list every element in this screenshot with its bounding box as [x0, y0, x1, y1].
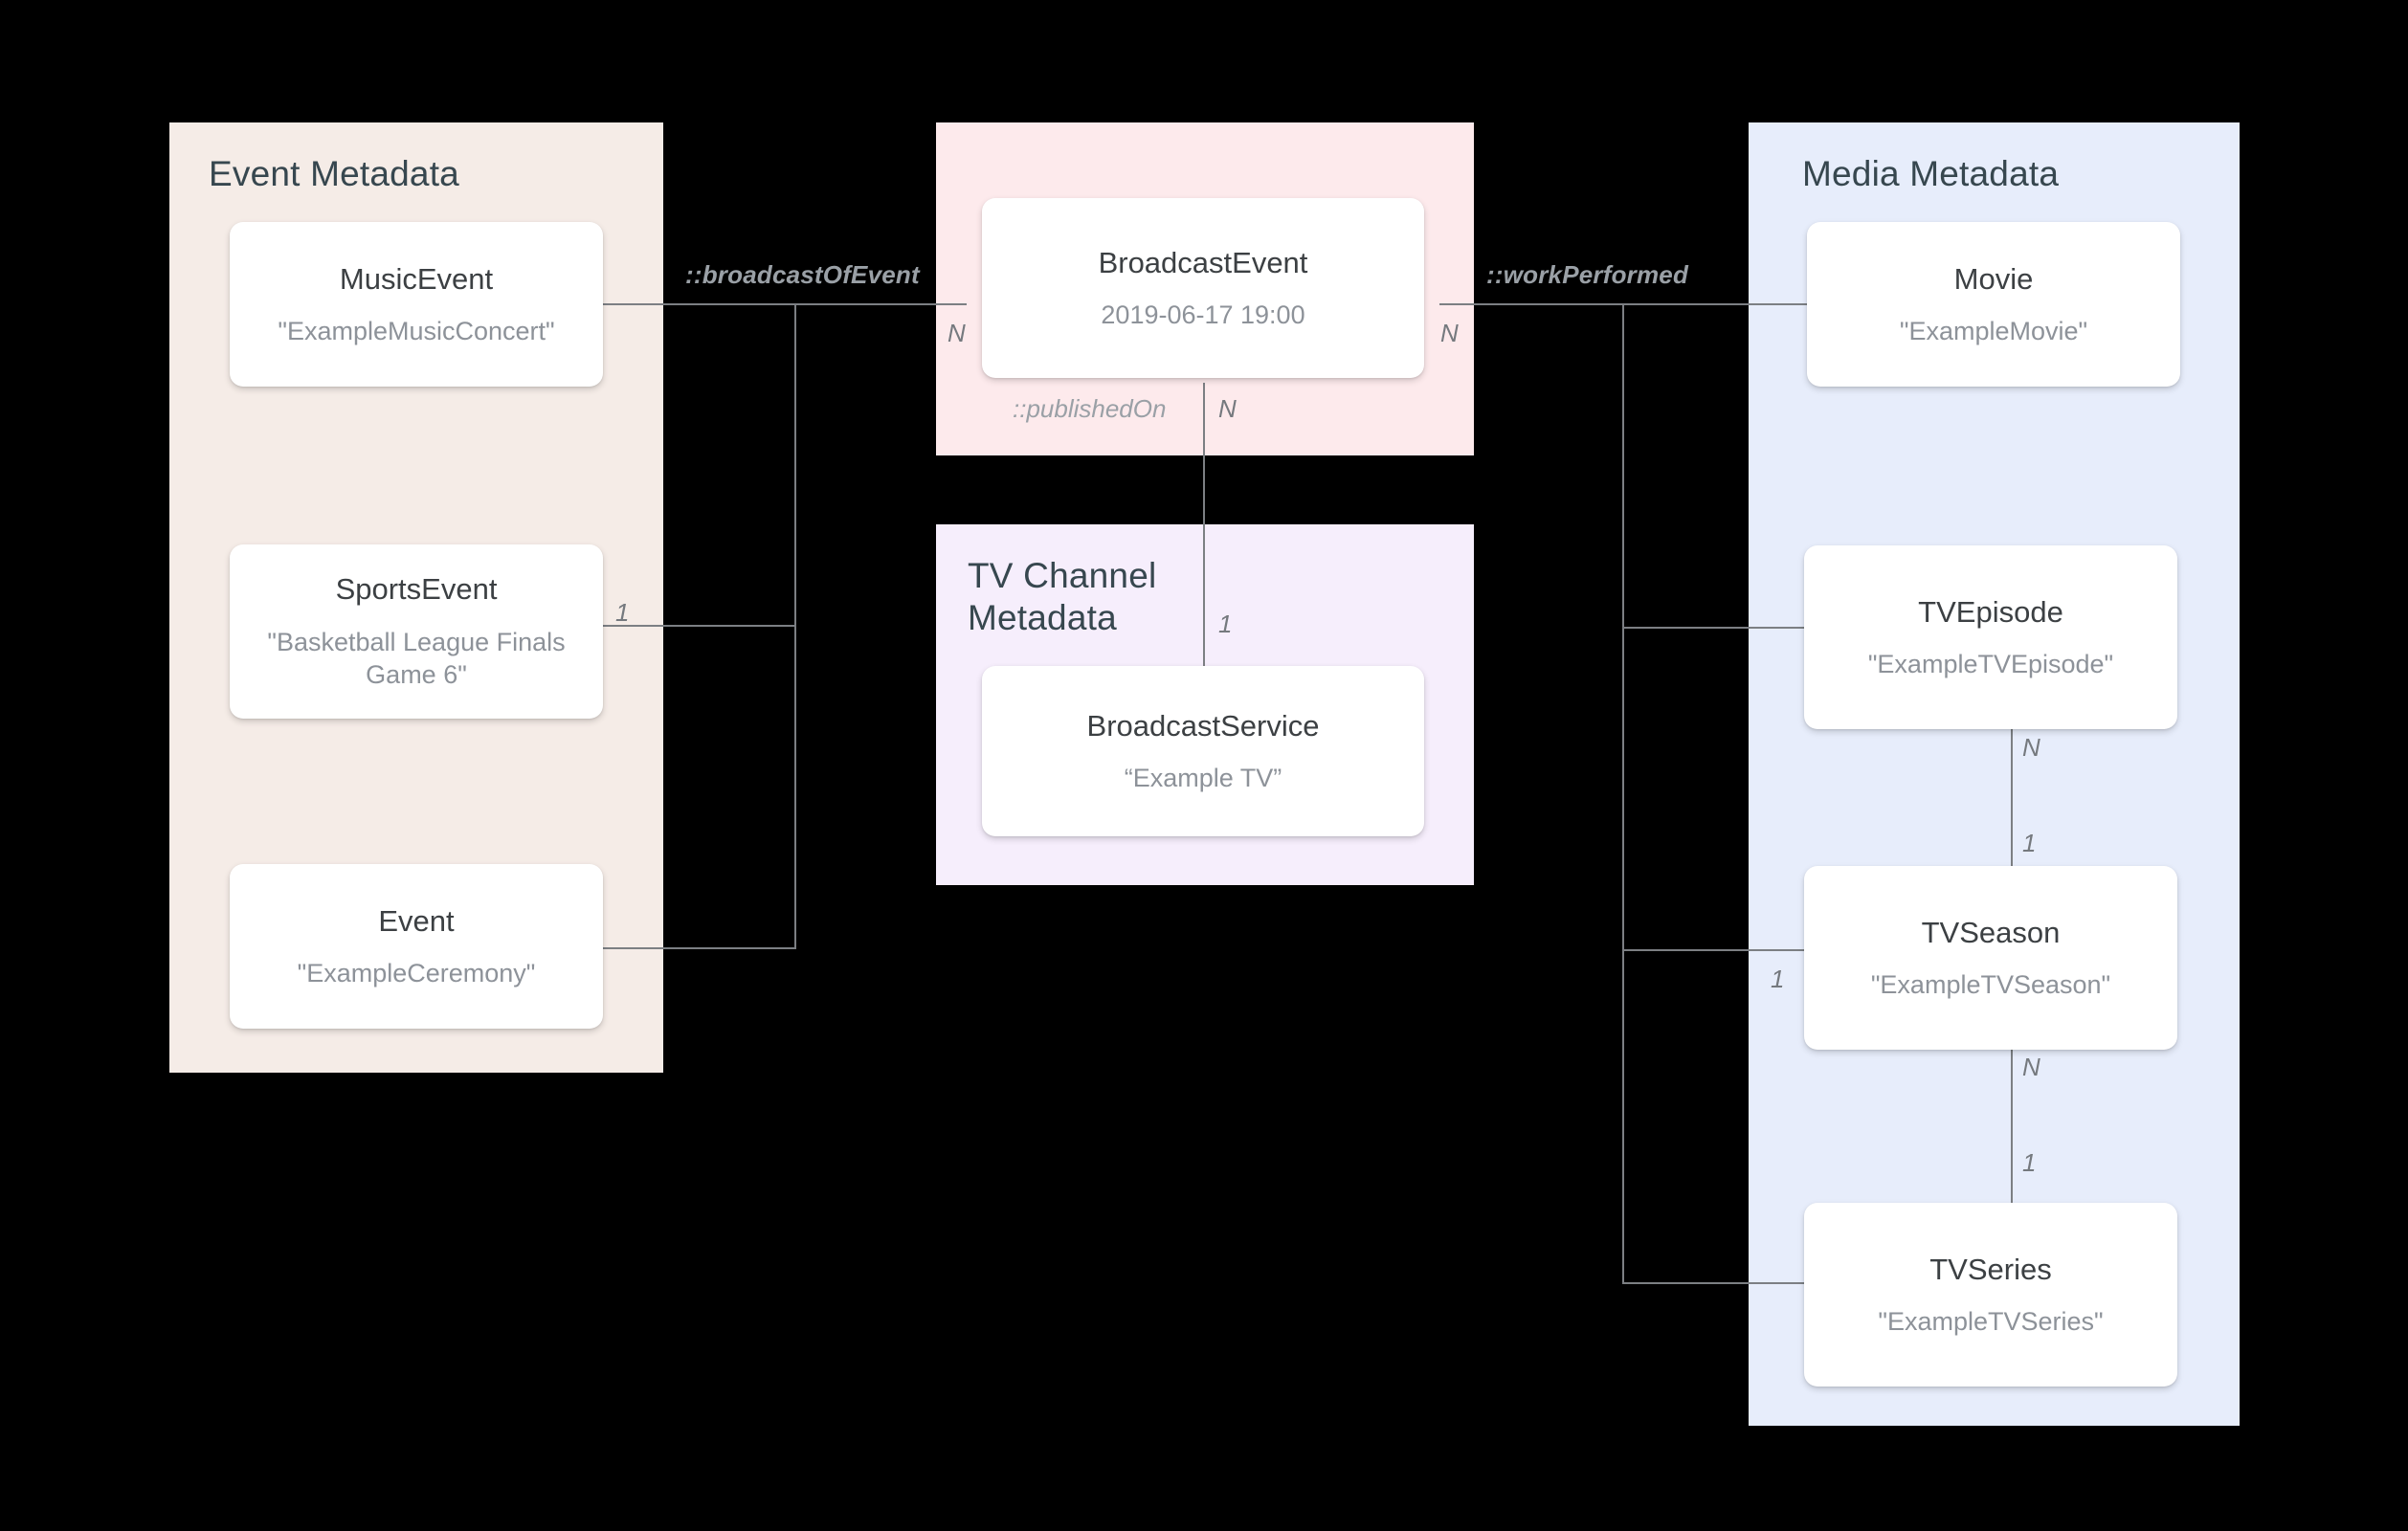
node-sportsevent-value: "Basketball League Finals Game 6" [267, 627, 566, 690]
multiplicity-broadcastevent-right: N [1440, 319, 1459, 347]
node-broadcastservice[interactable]: BroadcastService “Example TV” [982, 666, 1424, 836]
multiplicity-broadcastservice-top: 1 [1218, 610, 1233, 638]
node-movie[interactable]: Movie "ExampleMovie" [1807, 222, 2180, 387]
edge-tvseason-tvseries [2011, 1050, 2013, 1220]
edge-musicevent-stub [599, 303, 796, 305]
relation-label-publishedon: ::publishedOn [1013, 394, 1167, 423]
node-musicevent[interactable]: MusicEvent "ExampleMusicConcert" [230, 222, 603, 387]
node-broadcastevent-value: 2019-06-17 19:00 [1101, 300, 1305, 329]
edge-media-bus [1622, 303, 1624, 1284]
node-musicevent-type: MusicEvent [339, 261, 494, 296]
node-tvseason-value: "ExampleTVSeason" [1870, 969, 2111, 999]
multiplicity-tvseason-left: 1 [1771, 965, 1785, 993]
multiplicity-tvseason-top: 1 [2022, 829, 2037, 857]
edge-media-bus-to-tvseries [1622, 1282, 1807, 1284]
group-title-media-metadata: Media Metadata [1802, 154, 2060, 193]
edge-event-stub [599, 947, 796, 949]
node-musicevent-value: "ExampleMusicConcert" [278, 316, 555, 345]
multiplicity-broadcastevent-left: N [948, 319, 966, 347]
node-tvseason[interactable]: TVSeason "ExampleTVSeason" [1804, 866, 2177, 1050]
group-title-tv-channel-metadata: TV Channel Metadata [968, 556, 1157, 637]
group-title-event-metadata: Event Metadata [209, 154, 459, 193]
edge-bus-to-broadcastevent [794, 303, 967, 305]
relation-label-broadcastofevent: ::broadcastOfEvent [685, 260, 920, 289]
edge-media-bus-to-tvepisode [1622, 627, 1807, 629]
edge-sportsevent-stub [599, 625, 796, 627]
multiplicity-tvseason-bottom: N [2022, 1053, 2040, 1081]
multiplicity-tvseries-top: 1 [2022, 1148, 2037, 1177]
node-tvseries-value: "ExampleTVSeries" [1878, 1306, 2104, 1336]
node-movie-value: "ExampleMovie" [1899, 316, 2088, 345]
node-tvseries[interactable]: TVSeries "ExampleTVSeries" [1804, 1203, 2177, 1387]
node-event[interactable]: Event "ExampleCeremony" [230, 864, 603, 1029]
edge-media-bus-to-tvseason [1622, 949, 1807, 951]
node-tvepisode-type: TVEpisode [1918, 594, 2063, 629]
node-tvseason-type: TVSeason [1921, 915, 2061, 949]
edge-publishedon [1203, 383, 1205, 666]
node-movie-type: Movie [1953, 261, 2034, 296]
edge-event-bus [794, 303, 796, 949]
node-event-type: Event [378, 903, 455, 938]
node-tvepisode[interactable]: TVEpisode "ExampleTVEpisode" [1804, 545, 2177, 729]
node-sportsevent[interactable]: SportsEvent "Basketball League Finals Ga… [230, 544, 603, 719]
node-tvepisode-value: "ExampleTVEpisode" [1867, 649, 2114, 678]
multiplicity-sportsevent-right: 1 [615, 598, 630, 627]
node-broadcastevent[interactable]: BroadcastEvent 2019-06-17 19:00 [982, 198, 1424, 378]
node-broadcastevent-type: BroadcastEvent [1098, 245, 1308, 279]
node-broadcastservice-value: “Example TV” [1124, 763, 1282, 792]
multiplicity-broadcastevent-bottom: N [1218, 394, 1237, 423]
node-event-value: "ExampleCeremony" [297, 958, 536, 987]
edge-tvepisode-tvseason [2011, 729, 2013, 898]
edge-broadcastevent-to-media-bus [1439, 303, 1755, 305]
node-sportsevent-type: SportsEvent [335, 572, 498, 607]
node-tvseries-type: TVSeries [1929, 1252, 2052, 1286]
node-broadcastservice-type: BroadcastService [1086, 708, 1320, 743]
relation-label-workperformed: ::workPerformed [1486, 260, 1689, 289]
edge-media-bus-to-movie [1622, 303, 1807, 305]
multiplicity-tvepisode-bottom: N [2022, 733, 2040, 762]
